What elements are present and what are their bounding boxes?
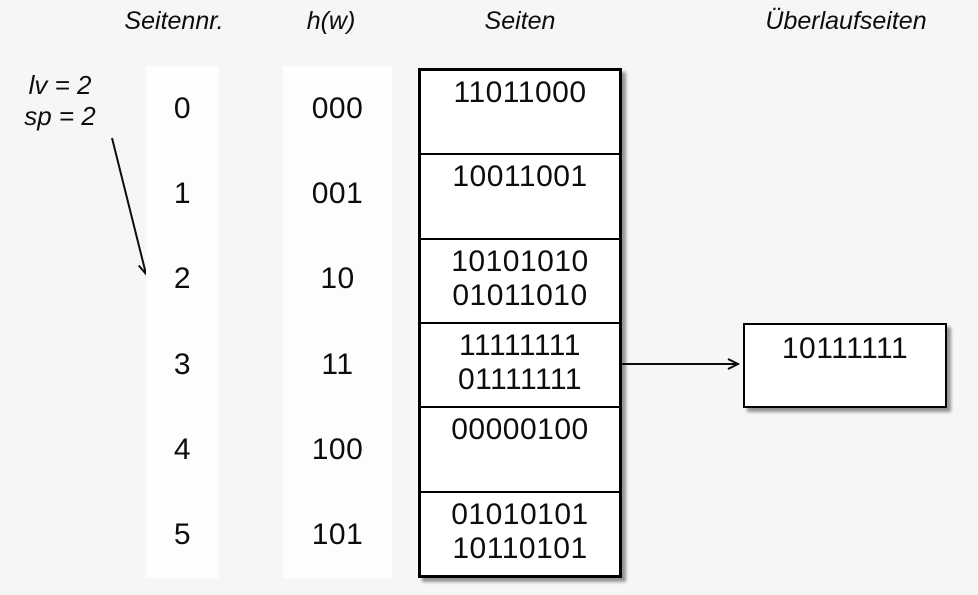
bucket-entry: 10101010	[451, 244, 589, 278]
page-bucket-row: 01010101 10110101	[421, 490, 619, 575]
hash-value-cell: 100	[311, 432, 364, 466]
page-number-cell: 4	[173, 432, 192, 466]
page-bucket-row: 11011000	[421, 71, 619, 153]
lv-label: lv = 2	[28, 70, 92, 100]
page-bucket-row: 10011001	[421, 153, 619, 237]
bucket-entry: 00000100	[451, 413, 589, 447]
bucket-entry: 01010101	[451, 497, 589, 531]
bucket-entry: 11111111	[459, 328, 581, 362]
overflow-page-box: 10111111	[743, 323, 947, 408]
pages-table: 11011000 10011001 10101010 01011010 1111…	[418, 68, 622, 578]
state-labels: lv = 2 sp = 2	[14, 70, 106, 132]
bucket-entry: 01011010	[452, 278, 588, 312]
page-number-cell: 1	[173, 176, 192, 210]
page-bucket-row: 11111111 01111111	[421, 321, 619, 406]
column-header-hw: h(w)	[306, 7, 356, 35]
hash-value-cell: 000	[311, 91, 364, 125]
page-number-cell: 3	[173, 347, 192, 381]
column-header-seiten: Seiten	[484, 7, 556, 35]
column-header-ueberlaufseiten: Überlaufseiten	[765, 7, 927, 35]
bucket-entry: 10110101	[452, 531, 588, 565]
page-bucket-row: 10101010 01011010	[421, 237, 619, 322]
overflow-entry: 10111111	[781, 332, 909, 365]
bucket-entry: 01111111	[457, 362, 583, 396]
sp-label: sp = 2	[24, 101, 96, 131]
page-bucket-row: 00000100	[421, 406, 619, 490]
bucket-entry: 10011001	[452, 160, 588, 194]
overflow-arrow	[622, 358, 741, 370]
split-pointer-arrow	[111, 137, 150, 277]
hash-value-cell: 11	[321, 347, 354, 381]
hash-value-cell: 101	[311, 518, 364, 552]
hash-value-cell: 001	[311, 176, 364, 210]
page-number-cell: 0	[173, 91, 192, 125]
page-number-cell: 2	[173, 262, 192, 296]
bucket-entry: 11011000	[453, 76, 587, 109]
hash-value-cell: 10	[320, 262, 355, 296]
page-number-column: 0 1 2 3 4 5	[146, 66, 219, 578]
hash-value-column: 000 001 10 11 100 101	[283, 66, 392, 578]
page-number-cell: 5	[173, 518, 192, 552]
column-header-seitennr: Seitennr.	[124, 7, 224, 35]
